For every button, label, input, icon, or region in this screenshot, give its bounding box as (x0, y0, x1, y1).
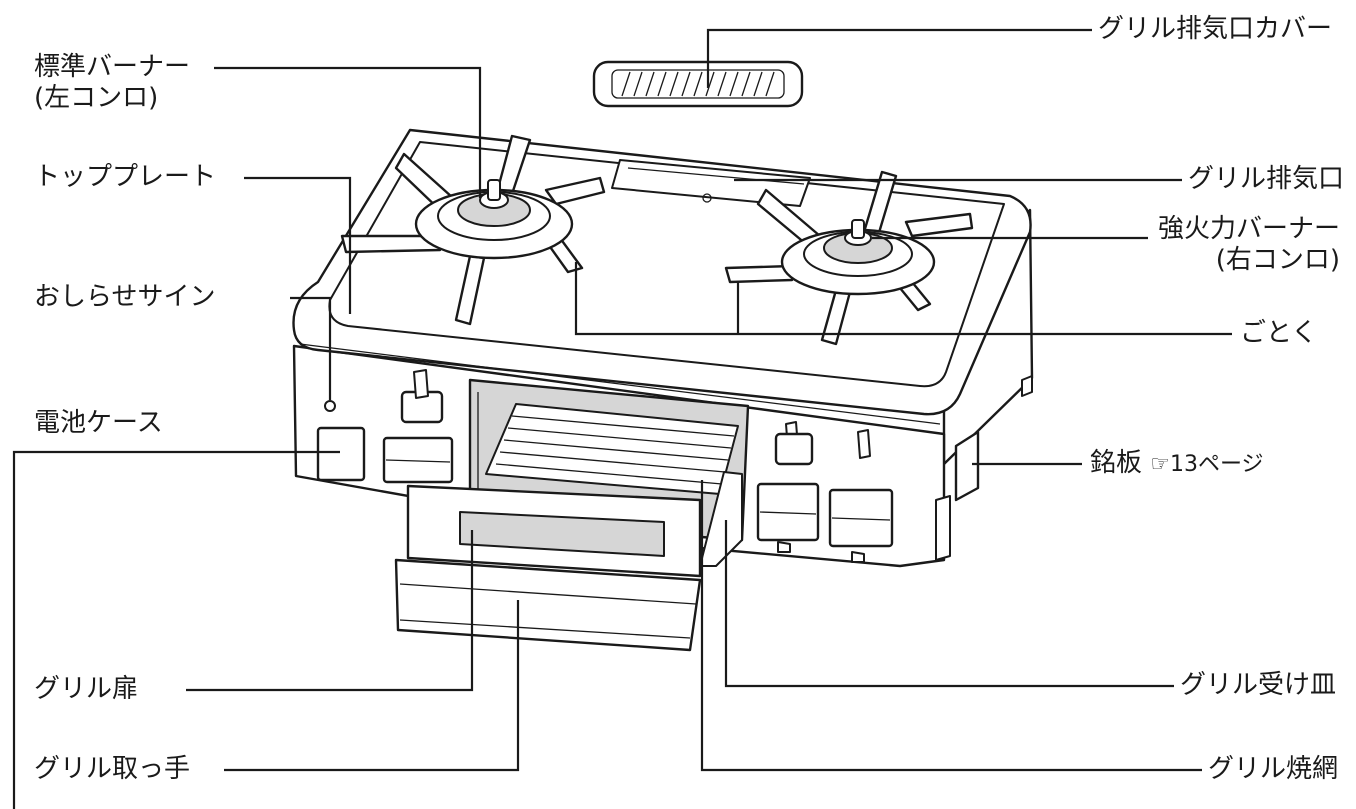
leader-trivet (574, 262, 1232, 336)
label-grill-exhaust-cover: グリル排気口カバー (1098, 14, 1333, 44)
leader-battery-case (12, 450, 340, 809)
grill-exhaust-cover-shape (592, 60, 804, 108)
leader-notice-sign (290, 296, 332, 400)
grill-door-shape (394, 484, 702, 652)
left-trivet-and-burner (340, 134, 606, 326)
leader-grill-door (186, 530, 474, 692)
label-grill-exhaust: グリル排気口 (1188, 164, 1345, 194)
label-top-plate: トッププレート (34, 162, 217, 192)
label-grill-pan: グリル受け皿 (1180, 670, 1337, 700)
label-grill-net: グリル焼網 (1208, 754, 1339, 784)
leader-grill-net (700, 480, 1202, 772)
leader-lines (12, 28, 1232, 809)
label-standard-burner-line1: 標準バーナー (34, 52, 191, 82)
nameplate-shape (954, 430, 980, 502)
label-grill-handle: グリル取っ手 (34, 754, 191, 784)
label-strong-burner-line2: (右コンロ) (1215, 245, 1340, 276)
label-standard-burner: 標準バーナー (左コンロ) (34, 52, 190, 114)
label-grill-door: グリル扉 (34, 674, 139, 704)
battery-case-shape (316, 426, 366, 482)
label-nameplate-text: 銘板 (1090, 448, 1143, 478)
leader-grill-exhaust-cover (706, 28, 1092, 88)
right-trivet-and-burner (724, 170, 974, 346)
leader-grill-handle (224, 600, 520, 772)
label-nameplate: 銘板 ☞13ページ (1090, 448, 1264, 479)
notice-sign-shape (324, 400, 336, 412)
nameplate-page-ref: ☞13ページ (1150, 452, 1264, 477)
label-strong-burner: 強火力バーナー (右コンロ) (1154, 214, 1340, 276)
label-notice-sign: おしらせサイン (34, 282, 216, 312)
label-trivet: ごとく (1240, 318, 1318, 348)
label-battery-case: 電池ケース (34, 408, 163, 438)
leader-top-plate (244, 176, 352, 314)
label-strong-burner-line1: 強火力バーナー (1157, 214, 1340, 244)
grill-pan-shape (699, 471, 743, 567)
leader-grill-pan (724, 520, 1174, 688)
label-standard-burner-line2: (左コンロ) (34, 83, 159, 114)
leader-standard-burner (214, 66, 482, 198)
